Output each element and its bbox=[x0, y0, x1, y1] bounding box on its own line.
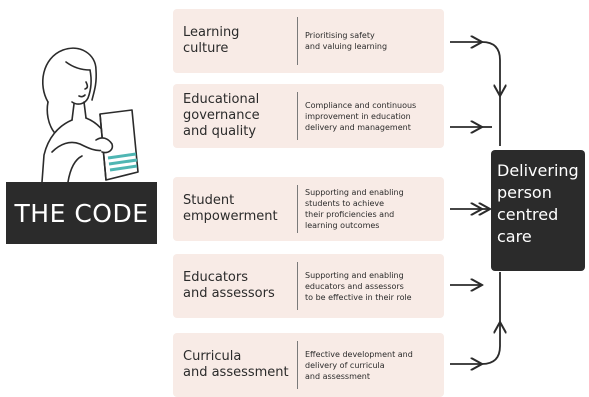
person-with-book-illustration bbox=[41, 47, 139, 183]
row-title: Educators and assessors bbox=[183, 270, 275, 301]
row-learning-culture: Learning culture Prioritising safety and… bbox=[173, 9, 444, 73]
row-description: Supporting and enabling students to achi… bbox=[305, 188, 404, 230]
row-divider bbox=[297, 17, 298, 65]
bracket-top bbox=[481, 41, 500, 96]
row-educational-governance: Educational governance and quality Compl… bbox=[173, 84, 444, 148]
row-title: Curricula and assessment bbox=[183, 349, 289, 380]
row-description: Prioritising safety and valuing learning bbox=[305, 31, 388, 51]
row-curricula-assessment: Curricula and assessment Effective devel… bbox=[173, 333, 444, 397]
row-title: Student empowerment bbox=[183, 193, 278, 224]
row-description: Effective development and delivery of cu… bbox=[305, 349, 413, 381]
row-divider bbox=[297, 341, 298, 389]
row-title: Educational governance and quality bbox=[183, 92, 260, 139]
row-student-empowerment: Student empowerment Supporting and enabl… bbox=[173, 177, 444, 241]
the-code-label: THE CODE bbox=[6, 182, 157, 244]
row-divider bbox=[297, 262, 298, 310]
row-description: Compliance and continuous improvement in… bbox=[305, 100, 417, 132]
row-divider bbox=[297, 92, 298, 140]
bracket-bottom bbox=[481, 322, 500, 365]
row-educators-assessors: Educators and assessors Supporting and e… bbox=[173, 254, 444, 318]
row-description: Supporting and enabling educators and as… bbox=[305, 270, 412, 302]
row-title: Learning culture bbox=[183, 25, 240, 56]
row-divider bbox=[297, 185, 298, 233]
delivering-person-centred-care-box: Delivering person centred care bbox=[491, 150, 585, 271]
